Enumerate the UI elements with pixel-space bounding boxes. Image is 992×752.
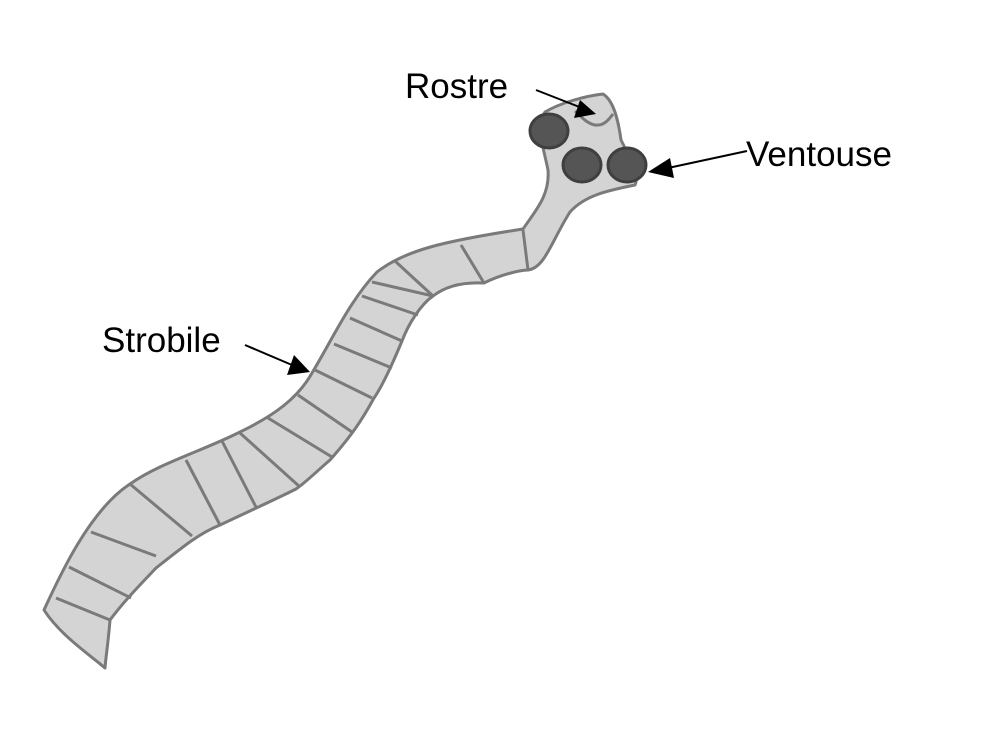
segment-line [90,530,157,558]
strobile-pointer [244,344,310,375]
sucker-left [528,112,570,150]
segment-line [68,565,132,600]
label-ventouse: Ventouse [746,135,892,174]
segment-line [521,229,530,271]
segment-line [349,316,403,343]
segment-line [333,342,393,370]
segment-line [55,596,111,622]
segment-line [297,393,353,434]
segment-line [371,280,434,298]
segment-line [184,459,222,526]
label-strobile: Strobile [102,321,221,360]
segment-line [314,368,373,400]
segment-lines [55,229,530,622]
segment-line [220,440,259,510]
ventouse-pointer [648,150,748,178]
sucker-middle [561,146,603,184]
segment-line [129,482,193,538]
segment-line [238,431,302,489]
rostre-pointer [535,89,596,118]
segment-line [361,294,419,317]
segment-line [459,244,486,284]
sucker-right [606,146,648,184]
segment-line [267,416,333,459]
segment-line [393,259,435,298]
label-rostre: Rostre [405,67,509,106]
rostre-shape [573,109,615,127]
